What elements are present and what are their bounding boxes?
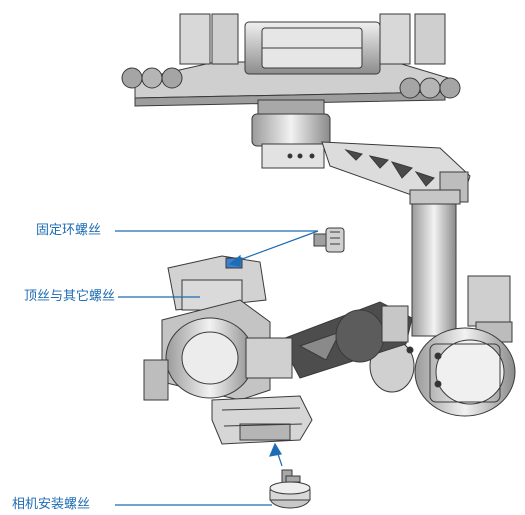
camera-cage <box>143 255 313 445</box>
camera-screw-arrowhead <box>269 442 282 457</box>
ring-screw-arrow <box>233 230 319 263</box>
roll-arm <box>321 141 471 203</box>
tilt-arm <box>279 301 413 379</box>
set-screw-label: 顶丝与其它螺丝 <box>24 289 116 304</box>
vertical-post <box>409 189 461 337</box>
top-mount-plate <box>121 13 461 107</box>
camera-screw-label: 相机安装螺丝 <box>12 497 91 512</box>
ring-screw-part <box>313 227 345 253</box>
ring-screw-label: 固定环螺丝 <box>36 223 102 238</box>
ring-screw-arrowhead <box>228 254 241 267</box>
camera-screw-part <box>269 469 311 509</box>
roll-motor <box>369 275 516 417</box>
yaw-motor <box>251 99 331 169</box>
